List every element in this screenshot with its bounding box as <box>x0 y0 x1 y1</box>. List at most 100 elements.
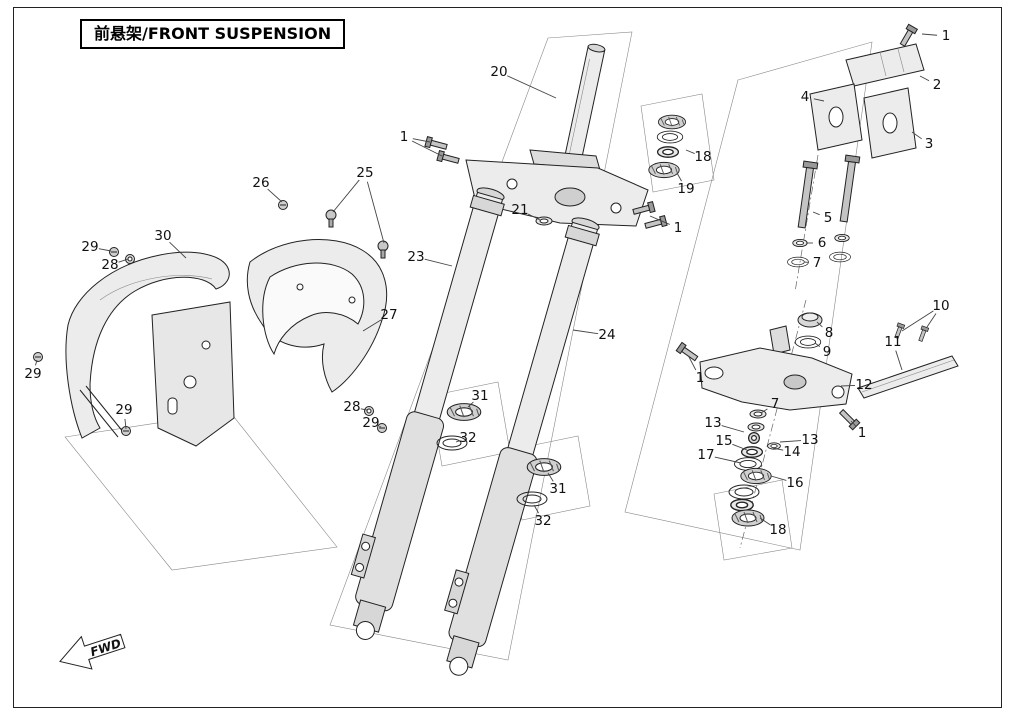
washer <box>730 498 754 512</box>
clamp-bolt <box>837 407 861 431</box>
callout-18: 18 <box>769 522 786 538</box>
bushing <box>446 403 482 421</box>
leader-line <box>721 425 745 433</box>
clamp-bolt <box>675 341 700 364</box>
fender-clip <box>377 240 389 259</box>
callout-1: 1 <box>400 129 409 145</box>
leader-line <box>507 75 557 99</box>
leader-line <box>814 342 821 347</box>
callout-27: 27 <box>380 307 397 323</box>
callout-16: 16 <box>786 475 803 491</box>
fork-assembly <box>350 43 668 676</box>
washer <box>747 422 765 432</box>
bracket-slot <box>879 51 887 77</box>
leader-line <box>919 75 930 82</box>
leader-line <box>412 138 431 143</box>
leader-line <box>760 408 768 414</box>
page-title: 前悬架/FRONT SUSPENSION <box>94 24 332 43</box>
leader-line <box>366 181 385 244</box>
callout-20: 20 <box>490 64 507 80</box>
leader-line <box>895 350 903 371</box>
construction-line <box>713 479 793 561</box>
leader-line <box>921 33 938 36</box>
bushing <box>526 458 562 476</box>
callout-17: 17 <box>697 447 714 463</box>
page-border <box>13 7 1002 708</box>
callout-8: 8 <box>825 325 834 341</box>
adjust-nut <box>740 446 764 458</box>
callout-30: 30 <box>154 228 171 244</box>
bearing <box>648 161 680 179</box>
leader-line <box>688 356 697 371</box>
small-fasteners <box>33 200 389 436</box>
callout-29: 29 <box>81 239 98 255</box>
construction-line <box>329 31 633 661</box>
leader-line <box>411 140 443 157</box>
stem-nut <box>747 432 761 444</box>
callout-32: 32 <box>534 513 551 529</box>
bearing <box>657 114 687 130</box>
clamp-bolt-hole <box>831 385 845 399</box>
riser-bore <box>882 112 898 134</box>
callout-7: 7 <box>813 255 822 271</box>
handlebar-plate-line <box>861 359 955 393</box>
leader-line <box>779 440 802 443</box>
leader-line <box>379 425 382 428</box>
leader-line <box>124 418 127 430</box>
front-fender <box>65 251 235 447</box>
leader-line <box>362 319 382 332</box>
washer <box>792 238 808 248</box>
callout-18: 18 <box>694 149 711 165</box>
construction-line <box>640 93 715 193</box>
callout-28: 28 <box>101 257 118 273</box>
leader-line <box>533 504 539 514</box>
clamp-bolt <box>643 215 668 232</box>
callout-24: 24 <box>598 327 615 343</box>
leader-line <box>840 384 856 387</box>
riser-bore <box>828 106 844 128</box>
callout-3: 3 <box>925 136 934 152</box>
leader-line <box>732 443 748 451</box>
callout-21: 21 <box>511 202 528 218</box>
callout-2: 2 <box>933 77 942 93</box>
callout-4: 4 <box>801 89 810 105</box>
fwd-arrow: FWD <box>59 633 126 670</box>
callout-29: 29 <box>24 366 41 382</box>
leader-line <box>676 172 682 182</box>
fender-bracket <box>246 239 388 393</box>
fwd-label: FWD <box>89 636 123 659</box>
upper-triple-clamp <box>465 149 649 227</box>
callout-12: 12 <box>855 377 872 393</box>
leader-line <box>98 248 112 252</box>
leader-line <box>455 440 460 443</box>
callout-32: 32 <box>459 430 476 446</box>
riser-long-bolt <box>797 160 819 229</box>
bearing <box>731 509 765 527</box>
callout-1: 1 <box>858 425 867 441</box>
dust-seal <box>794 335 822 349</box>
callout-7: 7 <box>771 396 780 412</box>
callout-13: 13 <box>801 432 818 448</box>
washer <box>656 146 680 158</box>
callout-6: 6 <box>818 235 827 251</box>
callout-5: 5 <box>824 210 833 226</box>
leader-line <box>714 456 742 464</box>
leader-line <box>467 401 474 408</box>
callout-31: 31 <box>549 481 566 497</box>
callout-25: 25 <box>356 165 373 181</box>
fender-bolt <box>109 247 119 257</box>
callout-29: 29 <box>115 402 132 418</box>
callout-10: 10 <box>932 298 949 314</box>
leader-line <box>360 408 368 411</box>
leader-line <box>547 472 554 482</box>
leader-line <box>35 359 38 366</box>
right-fork-leg <box>444 217 600 676</box>
upper-bearing-stack <box>648 114 687 179</box>
callout-14: 14 <box>783 444 800 460</box>
fender-bolt <box>33 352 43 362</box>
seal-ring <box>728 484 760 500</box>
left-fork-leg <box>350 187 505 640</box>
bracket-slot <box>897 48 905 73</box>
